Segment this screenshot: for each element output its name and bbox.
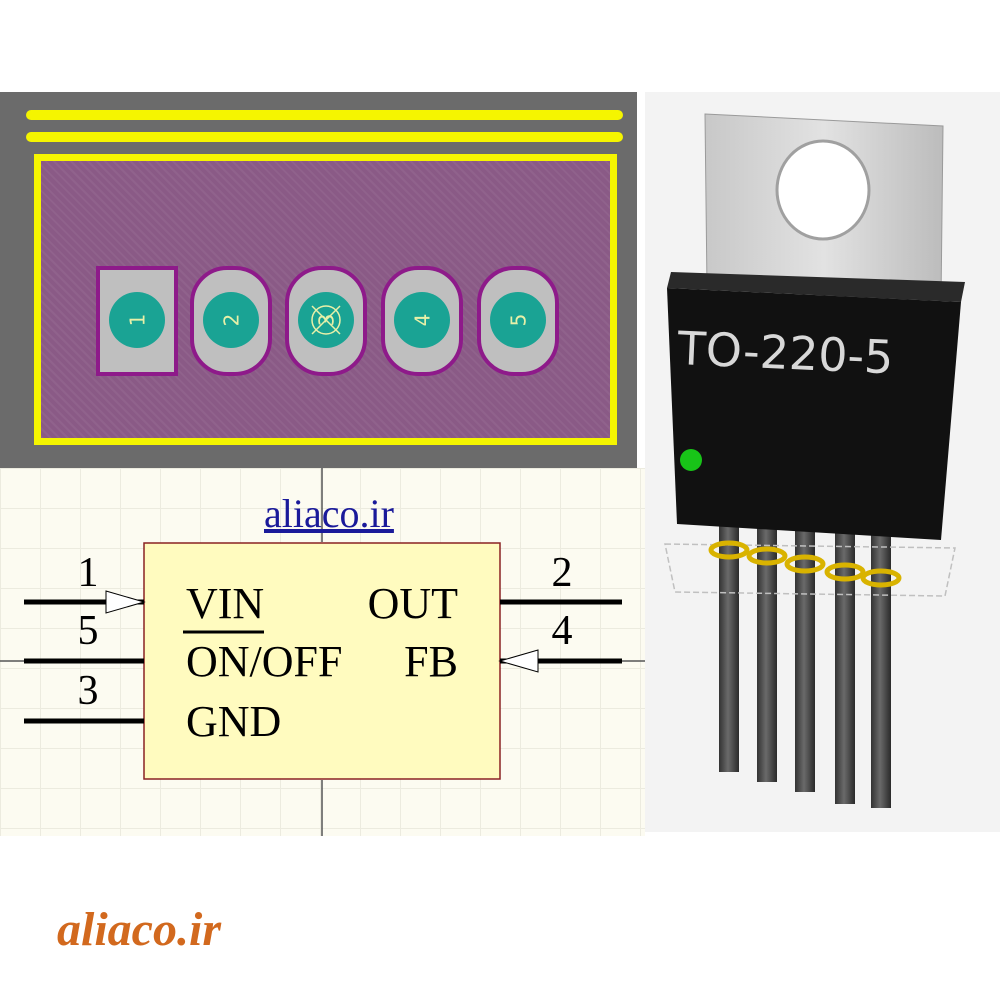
footer-logo-text: aliaco.ir — [57, 903, 221, 956]
pad-hole: 4 — [394, 292, 450, 348]
pad-1[interactable]: 1 — [96, 266, 178, 376]
pad-3[interactable]: 3 — [285, 266, 367, 376]
pin-number: 1 — [78, 550, 99, 596]
solder-rings — [708, 540, 902, 588]
pad-hole: 3 — [298, 292, 354, 348]
package-marking: TO-220-5 — [676, 321, 895, 384]
pin-name: GND — [186, 697, 281, 746]
pin-name: VIN — [186, 579, 264, 628]
package-body — [667, 288, 961, 540]
pad-2[interactable]: 2 — [190, 266, 272, 376]
pad-label: 2 — [218, 313, 243, 327]
website-link[interactable]: aliaco.ir — [264, 491, 394, 536]
pad-hole: 1 — [109, 292, 165, 348]
silkscreen-line-top — [26, 110, 623, 120]
lead-3 — [795, 510, 815, 792]
pad-4[interactable]: 4 — [381, 266, 463, 376]
mounting-hole — [775, 139, 871, 241]
lead-1 — [719, 502, 739, 772]
component-body — [143, 542, 501, 780]
pin-number: 5 — [78, 608, 99, 654]
pad-label: 5 — [505, 313, 530, 327]
lead-5 — [871, 518, 891, 808]
to220-package-illustration: TO-220-5 — [664, 113, 965, 808]
pad-label: 1 — [124, 313, 149, 327]
pcb-footprint-view: 1 2 3 4 5 — [0, 92, 637, 468]
pin-number: 3 — [78, 668, 99, 714]
package-3d-render: TO-220-5 — [645, 92, 1000, 832]
pcb-plane-outline — [664, 543, 956, 597]
input-arrow-icon — [498, 649, 539, 673]
pad-5[interactable]: 5 — [477, 266, 559, 376]
pin-number: 4 — [552, 608, 573, 654]
schematic-symbol-view: 1 VIN 5 ON/OFF 3 GND 2 OUT 4 FB — [0, 468, 645, 836]
lead-2 — [757, 506, 777, 782]
component-leads — [719, 502, 891, 808]
pad-label: 3 — [313, 313, 338, 327]
pad-label: 4 — [409, 313, 434, 327]
package-body-top-edge — [667, 272, 965, 302]
schematic-canvas: 1 VIN 5 ON/OFF 3 GND 2 OUT 4 FB — [0, 468, 645, 836]
input-arrow-icon — [105, 590, 146, 614]
pin-name: OUT — [368, 579, 459, 628]
pin-number: 2 — [552, 550, 573, 596]
pad-hole: 5 — [490, 292, 546, 348]
cross-mark-icon — [311, 305, 341, 335]
pad-hole: 2 — [203, 292, 259, 348]
lead-4 — [835, 514, 855, 804]
pin-name: FB — [404, 637, 458, 686]
pin1-indicator-dot — [680, 449, 702, 471]
pin-name: ON/OFF — [186, 637, 343, 686]
silkscreen-line-middle — [26, 132, 623, 142]
